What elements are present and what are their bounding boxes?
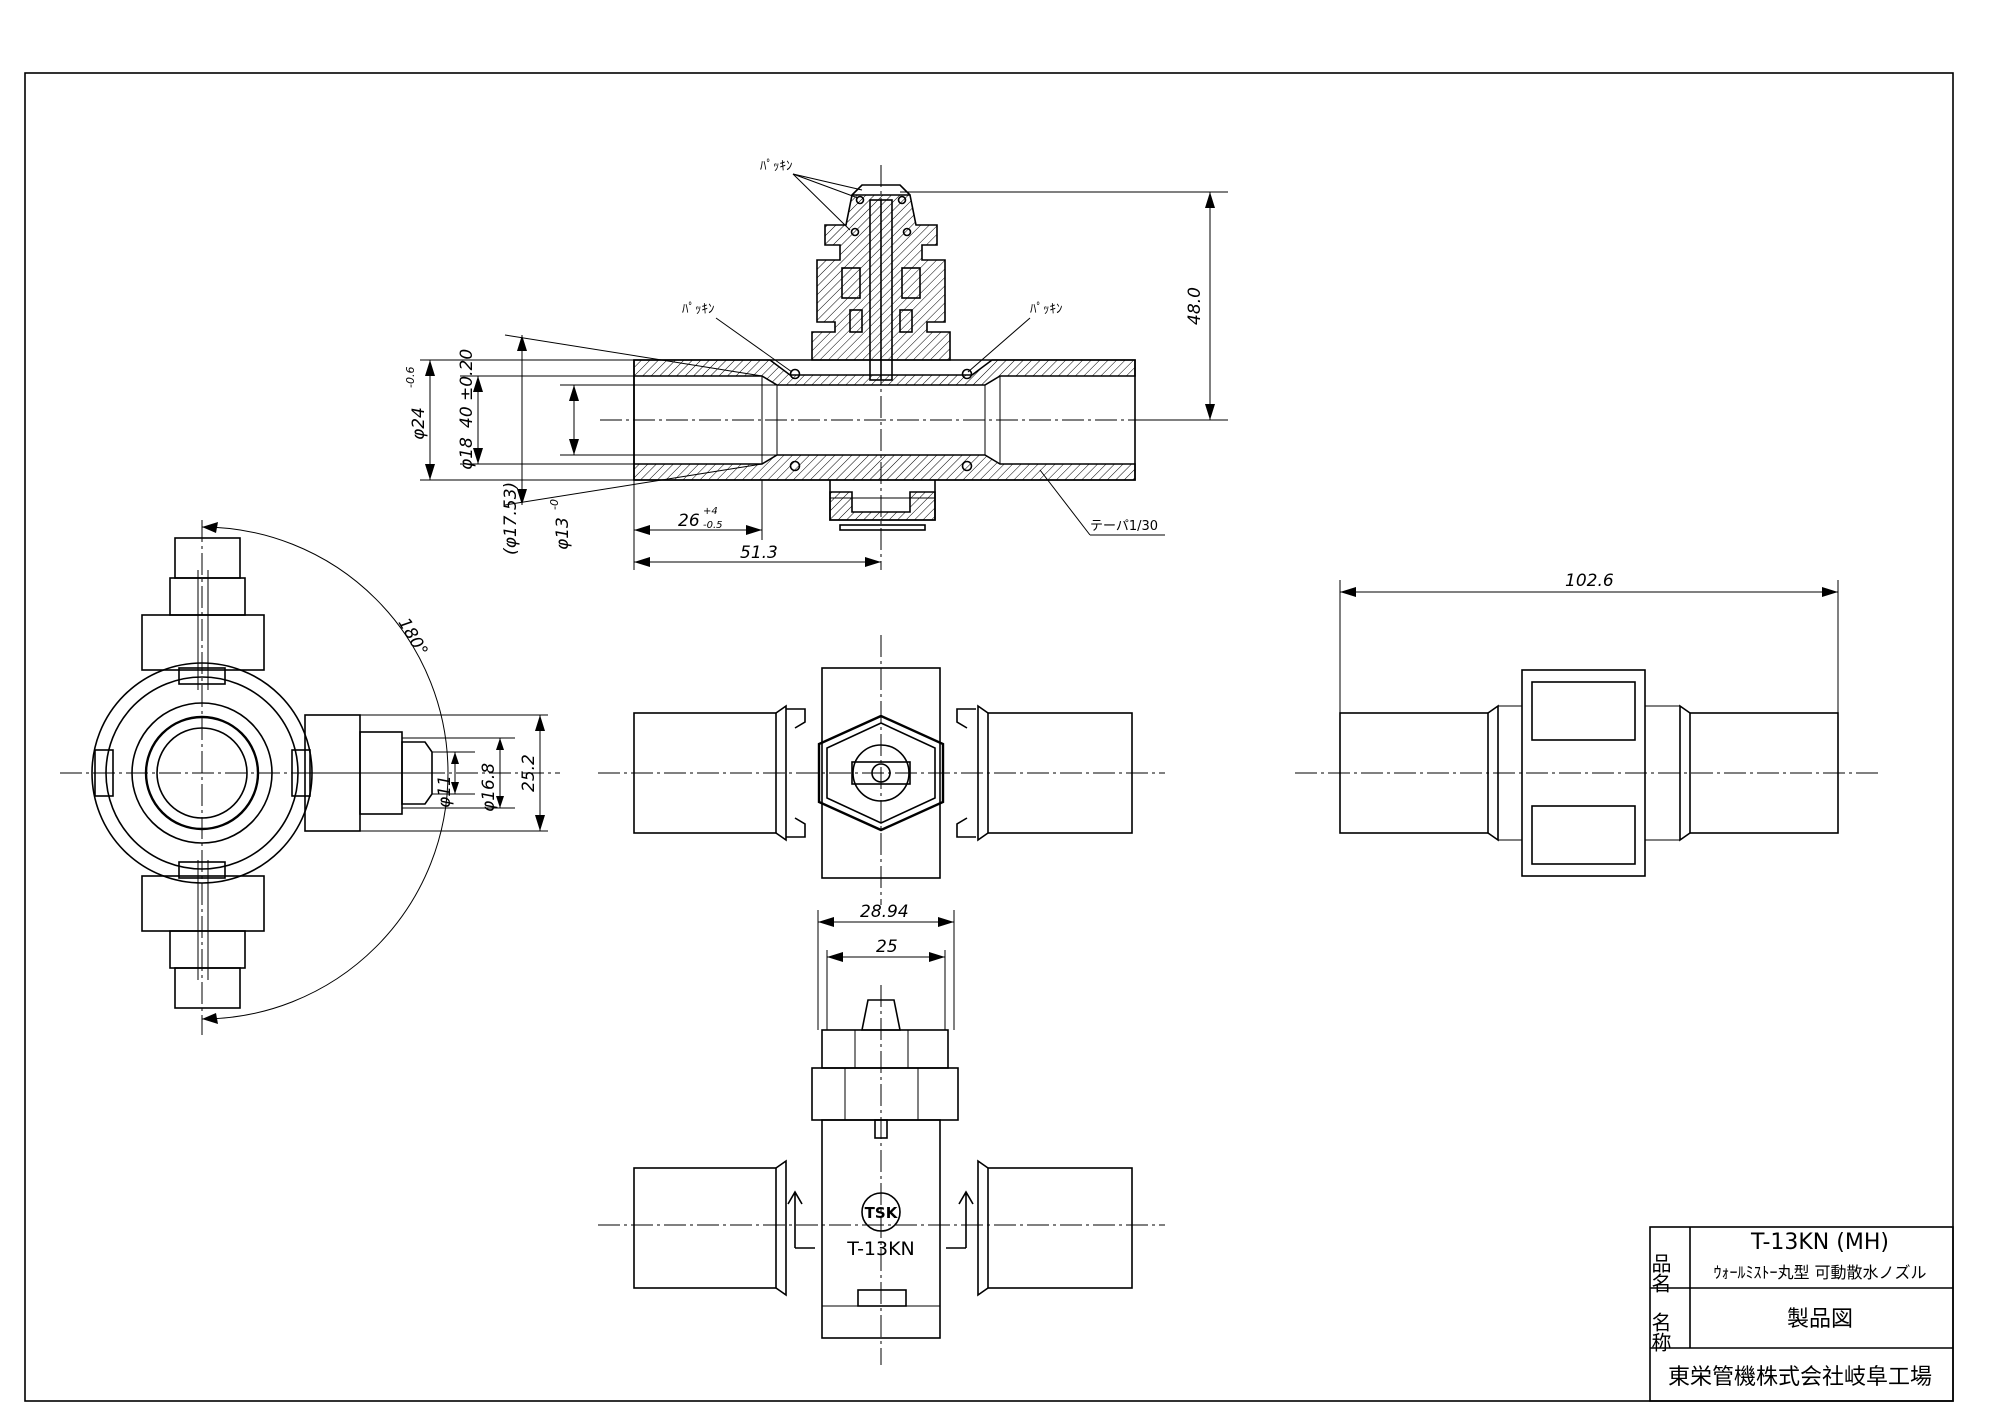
dim-dia-13: φ13	[553, 517, 573, 550]
title-key-meisho: 名称	[1648, 1312, 1672, 1352]
dim-len-2894: 28.94	[860, 902, 909, 922]
dim-dia-24: φ24	[409, 407, 429, 440]
drawing-name: 製品図	[1787, 1307, 1853, 1332]
product-name: ｳｫｰﾙﾐｽﾄｰ丸型 可動散水ノズル	[1713, 1263, 1926, 1282]
dim-dia-24-tol: -0.6	[404, 367, 417, 388]
dim-angle-180: 180°	[394, 615, 432, 660]
dim-dia-13-tol: -0	[548, 499, 561, 510]
product-code: T-13KN (MH)	[1750, 1230, 1889, 1255]
company-name: 東栄管機株式会社岐阜工場	[1668, 1365, 1932, 1390]
end-view-left: 180° φ11 φ16.8 25.2	[60, 520, 560, 1035]
dim-len-26-tol-upper: +4	[703, 506, 718, 517]
dim-len-26: 26	[678, 511, 700, 531]
logo-tsk: TSK	[865, 1204, 899, 1222]
dim-len-513: 51.3	[740, 543, 778, 563]
section-view: ﾊﾟｯｷﾝ ﾊﾟｯｷﾝ ﾊﾟｯｷﾝ テーパ1/30 48.0 φ24 -0.6 …	[404, 159, 1228, 570]
model-marking: T-13KN	[846, 1238, 915, 1260]
dim-len-25: 25	[876, 937, 898, 957]
drawing-frame	[24, 72, 1954, 1402]
dim-len-26-tol-lower: -0.5	[703, 520, 723, 531]
title-key-hinmei: 品名	[1648, 1253, 1672, 1293]
title-block: 品名 T-13KN (MH) ｳｫｰﾙﾐｽﾄｰ丸型 可動散水ノズル 名称 製品図…	[1648, 1226, 1954, 1402]
dim-len-252: 25.2	[519, 754, 539, 792]
dim-dia-11: φ11	[435, 775, 455, 808]
bottom-view: 28.94 25 TSK T-13KN	[598, 902, 1165, 1365]
dim-dia-18: φ18	[457, 437, 477, 470]
dim-dia-168: φ16.8	[479, 763, 499, 812]
top-view-right: 102.6	[1295, 571, 1880, 877]
dim-len-40: 40 ±0.20	[457, 349, 477, 428]
packing-note-left: ﾊﾟｯｷﾝ	[682, 302, 715, 317]
packing-note-right: ﾊﾟｯｷﾝ	[1030, 302, 1063, 317]
packing-note-top: ﾊﾟｯｷﾝ	[760, 159, 793, 174]
dim-len-1026: 102.6	[1565, 571, 1614, 591]
dim-dia-1753: (φ17.53)	[501, 482, 521, 555]
taper-note: テーパ1/30	[1090, 519, 1158, 534]
dim-height-48: 48.0	[1185, 287, 1205, 325]
front-view	[598, 635, 1165, 905]
